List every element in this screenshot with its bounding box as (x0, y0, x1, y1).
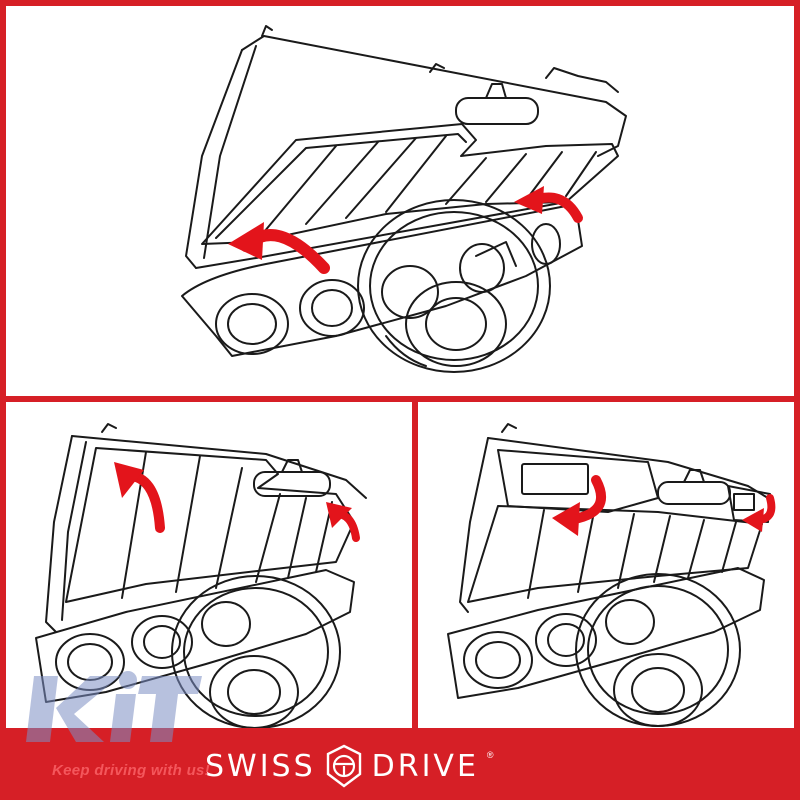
swiss-drive-logo: SWISS DRIVE ® (205, 744, 494, 788)
sun-visor-left (497, 449, 659, 513)
gauge-left (215, 293, 289, 355)
sunshade-outline (467, 505, 763, 603)
visor-mirror-left (521, 463, 589, 495)
arrow-head-left (114, 462, 144, 498)
arrow-head-right (514, 186, 544, 214)
a-pillar-left (45, 435, 73, 633)
steering-wheel-shield-icon (326, 744, 361, 788)
arrow-head-left (228, 222, 264, 260)
sunshade-outline (201, 123, 619, 245)
illustration-windshield-visors (447, 423, 776, 727)
sunshade-outline (65, 447, 355, 603)
gauge-center (535, 613, 597, 667)
footer-bar (0, 728, 800, 800)
windshield-top-frame (241, 35, 627, 157)
arrow-head-left (552, 502, 580, 536)
steering-wheel (575, 573, 741, 727)
steering-wheel (171, 575, 341, 728)
brand-drive: DRIVE (371, 748, 479, 784)
kit-watermark-logo (26, 671, 202, 742)
panel-step-3-lower-visors (418, 402, 794, 728)
brand-swiss: SWISS (205, 748, 316, 784)
steering-hub (209, 655, 299, 728)
gauge-center (131, 615, 193, 669)
kit-slogan: Keep driving with us! (52, 762, 210, 779)
arrow-head-right (326, 502, 352, 528)
windshield-top-frame (71, 435, 367, 499)
dashboard (181, 205, 583, 357)
registered-mark: ® (486, 750, 494, 760)
arrow-head-right (742, 508, 764, 532)
gauge-center (299, 279, 365, 337)
gauge-left (463, 631, 533, 689)
rear-view-mirror (253, 471, 331, 497)
steering-hub (405, 281, 507, 367)
steering-wheel (357, 199, 551, 373)
steering-hub (613, 653, 703, 727)
illustration-windshield-unfold (35, 423, 367, 728)
rear-view-mirror (657, 481, 731, 505)
panel-step-2-unfold-shade (6, 402, 412, 728)
illustration-windshield-large (181, 25, 627, 373)
a-pillar-left (185, 49, 243, 269)
sun-visor-right (727, 485, 771, 523)
panel-step-1-sunshade-insertion (6, 6, 794, 396)
rear-view-mirror (455, 97, 539, 125)
a-pillar-left (459, 437, 489, 613)
windshield-top-frame (487, 437, 769, 499)
